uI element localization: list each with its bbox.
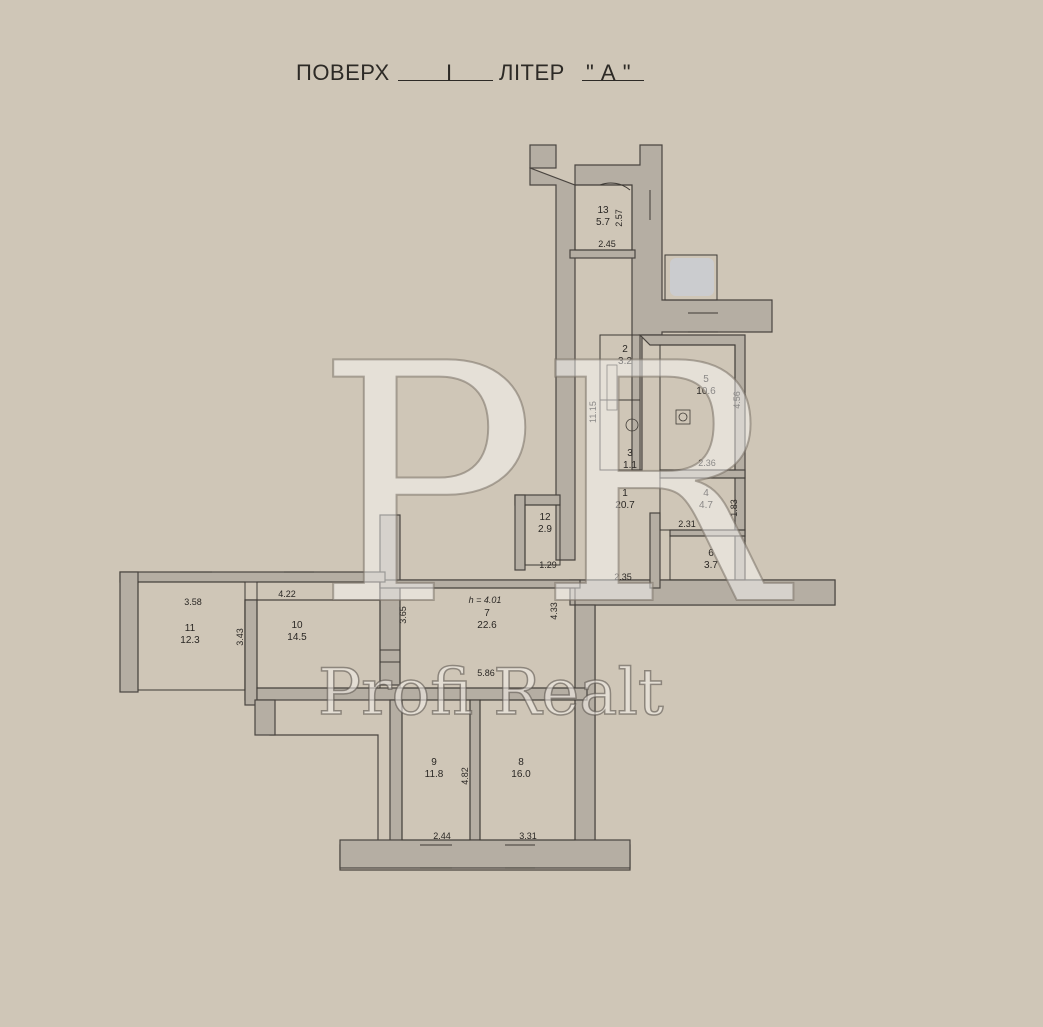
room-outlines [137,184,746,841]
room-3-area: 1.1 [623,460,637,471]
ceiling-height: h = 4.01 [469,595,502,605]
room-12-number: 12 [539,512,551,523]
room-11-number: 11 [185,623,196,634]
dimension-label: 11.15 [588,401,598,423]
watermark-text: Profi Realt [318,656,664,730]
room-5-number: 5 [703,374,709,385]
floor-underline [398,80,493,81]
floor-value: I [446,60,453,85]
dimension-label: 3.58 [184,597,202,607]
dimension-label: 4.22 [278,589,296,599]
dimension-label: 1.29 [539,560,557,570]
dimension-label: 3.31 [519,831,537,841]
room-4-number: 4 [703,488,709,499]
room-3-number: 3 [627,448,633,459]
utility-box [670,258,714,296]
room-2-area: 3.2 [618,356,632,367]
dimension-label: 2.57 [614,209,624,227]
watermark-logo: PR [315,294,795,678]
room-12-area: 2.9 [538,524,552,535]
dimension-label: 4.82 [460,767,470,785]
room-6-area: 3.7 [704,560,718,571]
room-7-number: 7 [484,608,490,619]
liter-underline [582,80,644,81]
room-4-area: 4.7 [699,500,713,511]
dimension-label: 2.31 [678,519,696,529]
room-13-area: 5.7 [596,217,610,228]
room-10-area: 14.5 [287,632,307,643]
liter-value: " А " [586,60,632,85]
room-6-number: 6 [708,548,714,559]
dimension-label: 4.56 [732,391,742,409]
dimension-label: 5.86 [477,668,495,678]
room-13-number: 13 [597,205,609,216]
room-10-number: 10 [291,620,303,631]
liter-label: ЛІТЕР [499,60,565,85]
room-7-area: 22.6 [477,620,497,631]
room-2-number: 2 [622,344,628,355]
dimension-label: 3.65 [398,606,408,624]
dimension-label: 2.44 [433,831,451,841]
dimension-label: 2.35 [614,572,632,582]
dimension-label: 2.36 [698,458,716,468]
room-9-area: 11.8 [425,769,444,780]
room-labels: 135.7 23.2 31.1 510.6 120.7 44.7 63.7 122.9 722.… [180,205,718,780]
dimension-labels: 2.572.4511.154.562.361.832.311.292.353.5… [184,209,742,841]
room-9-number: 9 [431,757,437,768]
room-1-area: 20.7 [615,500,635,511]
dimension-label: 1.83 [729,499,739,517]
room-11-area: 12.3 [180,635,200,646]
room-8-area: 16.0 [511,769,531,780]
room-1-number: 1 [622,488,628,499]
room-8-number: 8 [518,757,524,768]
dimension-label: 2.45 [598,239,616,249]
floor-label: ПОВЕРХ [296,60,390,85]
dimension-label: 3.43 [235,628,245,646]
room-5-area: 10.6 [696,386,716,397]
openings [180,182,718,869]
dimension-label: 4.33 [549,602,559,620]
fixtures [606,364,691,432]
